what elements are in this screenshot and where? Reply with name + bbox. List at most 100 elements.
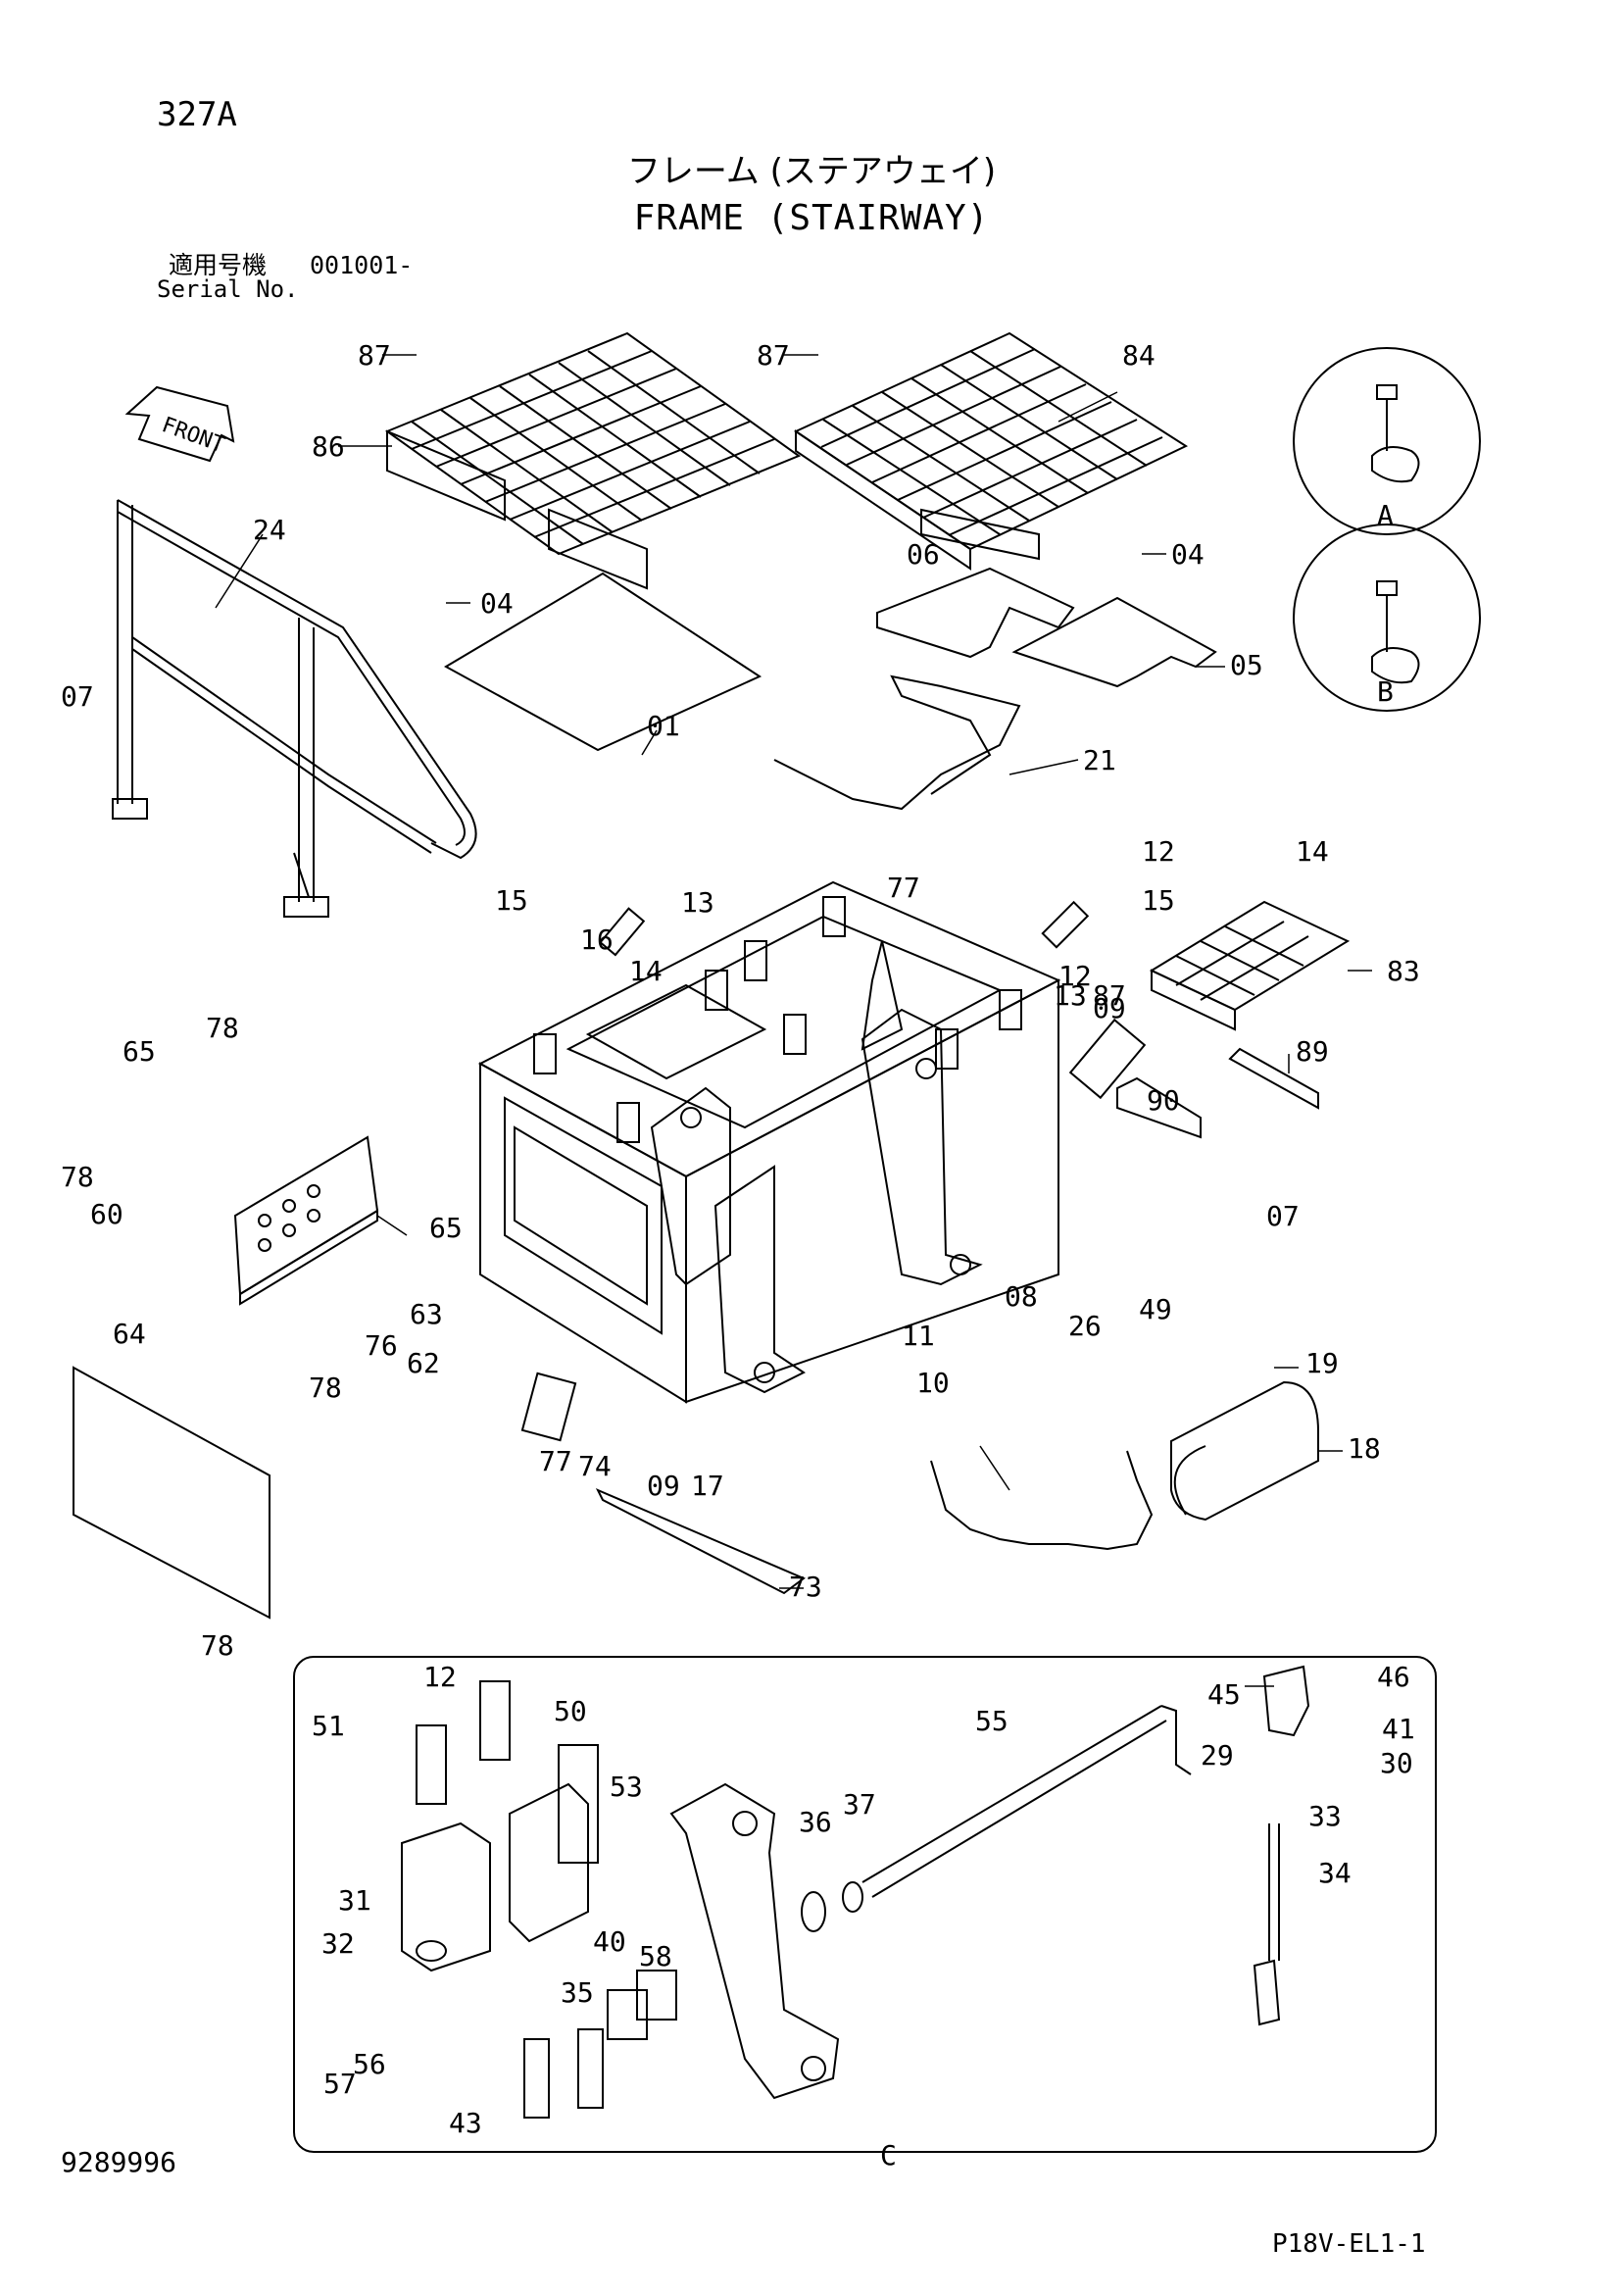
harness-lower xyxy=(930,1450,1154,1551)
callout-04: 04 xyxy=(1171,538,1205,571)
callout-18: 18 xyxy=(1348,1432,1381,1465)
serial-value: 001001- xyxy=(310,251,414,279)
callout-10: 10 xyxy=(916,1367,950,1399)
detail-view-label-b: B xyxy=(1377,675,1394,708)
callout-89: 89 xyxy=(1296,1035,1329,1068)
callout-64: 64 xyxy=(113,1318,146,1350)
callout-04: 04 xyxy=(480,587,514,620)
page-number: 327A xyxy=(157,95,237,134)
step-83 xyxy=(1116,900,1351,1139)
callout-32: 32 xyxy=(321,1927,355,1960)
handrail-24 xyxy=(112,499,477,918)
detail-circle-a xyxy=(1293,347,1481,535)
callout-12: 12 xyxy=(1142,835,1175,868)
callout-58: 58 xyxy=(639,1940,672,1972)
plate-08 xyxy=(595,1488,806,1595)
callout-06: 06 xyxy=(907,538,940,571)
title-english: FRAME (STAIRWAY) xyxy=(633,198,990,238)
callout-34: 34 xyxy=(1318,1857,1352,1889)
title-japanese: フレーム (ステアウェイ) xyxy=(626,152,997,191)
callout-77: 77 xyxy=(539,1445,572,1477)
callout-24: 24 xyxy=(253,514,286,546)
callout-30: 30 xyxy=(1380,1747,1413,1779)
callout-31: 31 xyxy=(338,1884,371,1917)
plate-26 xyxy=(73,1366,270,1620)
callout-49: 49 xyxy=(1139,1293,1172,1325)
cover-plate-06 xyxy=(876,567,1075,659)
front-label: FRONT xyxy=(159,413,228,458)
callout-05: 05 xyxy=(1230,649,1263,681)
callout-37: 37 xyxy=(843,1788,876,1821)
detail-c-frame xyxy=(293,1656,1437,2153)
callout-87: 87 xyxy=(358,339,391,372)
callout-76: 76 xyxy=(365,1329,398,1362)
callout-21: 21 xyxy=(1083,744,1116,776)
detail-circle-b xyxy=(1293,524,1481,712)
callout-26: 26 xyxy=(1068,1310,1102,1342)
callout-87: 87 xyxy=(757,339,790,372)
callout-43: 43 xyxy=(449,2107,482,2139)
callout-77: 77 xyxy=(887,872,920,904)
callout-74: 74 xyxy=(578,1450,612,1482)
main-frame-16 xyxy=(477,880,1061,1404)
callout-86: 86 xyxy=(312,430,345,463)
callout-50: 50 xyxy=(554,1695,587,1727)
callout-09: 09 xyxy=(1093,992,1126,1024)
callout-12: 12 xyxy=(1058,960,1092,992)
callout-45: 45 xyxy=(1207,1678,1241,1711)
callout-09: 09 xyxy=(647,1470,680,1502)
cover-plate-05 xyxy=(1011,596,1217,688)
detail-c-assembly xyxy=(401,1665,1310,2119)
grating-84 xyxy=(793,331,1189,571)
callout-55: 55 xyxy=(975,1705,1008,1737)
lever-bracket-center xyxy=(650,940,983,1394)
callout-87: 87 xyxy=(1093,979,1126,1012)
pin-13 xyxy=(599,907,646,957)
callout-29: 29 xyxy=(1201,1739,1234,1772)
pin-09-lower xyxy=(520,1372,577,1442)
callout-15: 15 xyxy=(495,884,528,917)
callout-56: 56 xyxy=(353,2048,386,2080)
callout-65: 65 xyxy=(123,1035,156,1068)
callout-13: 13 xyxy=(681,886,714,919)
serial-label-english: Serial No. xyxy=(157,275,299,303)
callout-78: 78 xyxy=(201,1629,234,1662)
callout-78: 78 xyxy=(61,1161,94,1193)
callout-60: 60 xyxy=(90,1198,123,1230)
panel-60 xyxy=(233,1135,379,1306)
callout-36: 36 xyxy=(799,1806,832,1838)
callout-78: 78 xyxy=(309,1372,342,1404)
callout-07: 07 xyxy=(1266,1200,1300,1232)
callout-33: 33 xyxy=(1308,1800,1342,1832)
callout-65: 65 xyxy=(429,1212,463,1244)
pin-09 xyxy=(1068,1018,1147,1100)
callout-63: 63 xyxy=(410,1298,443,1330)
callout-35: 35 xyxy=(561,1976,594,2009)
callout-83: 83 xyxy=(1387,955,1420,987)
grating-86 xyxy=(384,331,802,590)
callout-57: 57 xyxy=(323,2068,357,2100)
callout-51: 51 xyxy=(312,1710,345,1742)
callout-15: 15 xyxy=(1142,884,1175,917)
cover-50 xyxy=(1170,1380,1319,1522)
callout-73: 73 xyxy=(789,1571,822,1603)
callout-78: 78 xyxy=(206,1012,239,1044)
detail-view-label-a: A xyxy=(1377,499,1394,531)
callout-12: 12 xyxy=(423,1661,457,1693)
callout-19: 19 xyxy=(1305,1347,1339,1379)
callout-11: 11 xyxy=(902,1320,935,1352)
callout-53: 53 xyxy=(610,1771,643,1803)
callout-84: 84 xyxy=(1122,339,1156,372)
callout-08: 08 xyxy=(1005,1280,1038,1313)
figure-code: P18V-EL1-1 xyxy=(1272,2229,1426,2259)
callout-14: 14 xyxy=(629,955,663,987)
callout-17: 17 xyxy=(691,1470,724,1502)
harness-21 xyxy=(773,674,1021,811)
serial-label-japanese: 適用号機 xyxy=(169,251,268,279)
callout-07: 07 xyxy=(61,680,94,713)
detail-view-label-c: C xyxy=(880,2139,897,2171)
callout-16: 16 xyxy=(580,923,614,956)
cover-plate-01 xyxy=(443,572,762,752)
front-arrow: FRONT xyxy=(124,385,235,463)
